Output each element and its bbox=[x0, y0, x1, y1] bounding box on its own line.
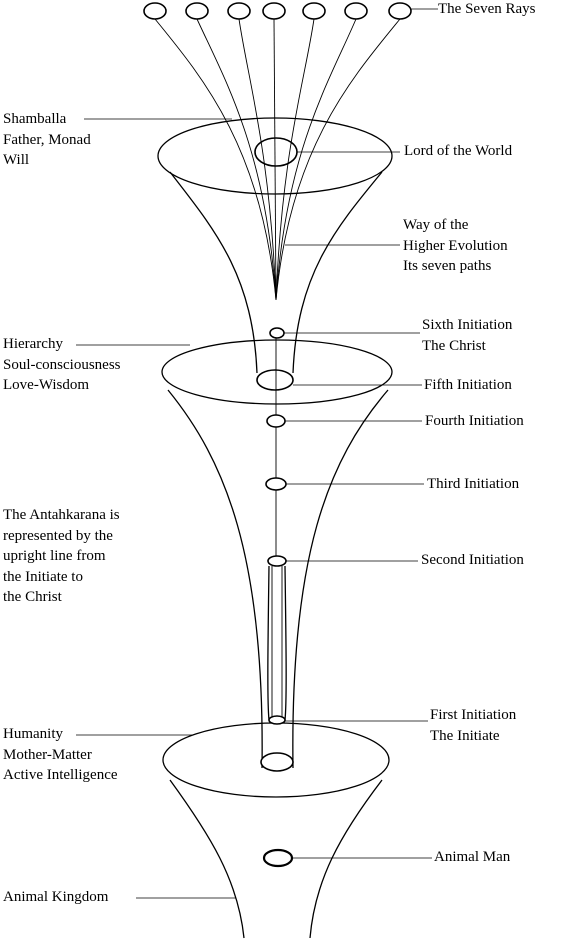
shamballa-funnel-right bbox=[292, 171, 383, 374]
animal-man-label: Animal Man bbox=[434, 849, 511, 865]
third-initiation-label: Third Initiation bbox=[427, 476, 520, 492]
seven-rays-label: The Seven Rays bbox=[438, 1, 536, 17]
humanity-funnel bbox=[162, 722, 390, 939]
fourth-initiation-label: Fourth Initiation bbox=[425, 413, 524, 429]
shamballa-funnel-left bbox=[169, 171, 258, 374]
hierarchy-disc bbox=[161, 339, 393, 405]
ray-circle-4 bbox=[262, 2, 286, 20]
ray-circle-7 bbox=[388, 2, 412, 20]
ray-circle-2 bbox=[185, 2, 209, 20]
lord-of-world-label: Lord of the World bbox=[404, 143, 513, 159]
shamballa-label: Shamballa Father, Monad Will bbox=[3, 111, 91, 168]
fifth-initiation-label: Fifth Initiation bbox=[424, 377, 512, 393]
shamballa-disc bbox=[157, 117, 393, 195]
sixth-initiation-label: Sixth Initiation The Christ bbox=[422, 317, 513, 354]
second-initiation-circle bbox=[267, 555, 287, 567]
initiation-circles bbox=[262, 327, 294, 868]
animal-man-circle bbox=[262, 848, 294, 868]
first-initiation-label: First Initiation The Initiate bbox=[430, 707, 517, 744]
ray-circle-3 bbox=[227, 2, 251, 20]
antahkarana-tube bbox=[267, 565, 287, 721]
antahkarana-label: The Antahkarana is represented by the up… bbox=[3, 507, 120, 605]
hierarchy-funnel-right bbox=[292, 389, 389, 769]
ray-lines bbox=[154, 18, 401, 301]
hierarchy-funnel-left bbox=[167, 389, 263, 769]
way-higher-evolution-label: Way of the Higher Evolution Its seven pa… bbox=[403, 217, 508, 274]
fifth-initiation-circle bbox=[256, 369, 294, 391]
fourth-initiation-circle bbox=[266, 414, 286, 428]
hierarchy-label: Hierarchy Soul-consciousness Love-Wisdom bbox=[3, 336, 121, 393]
hierarchy-funnel bbox=[161, 339, 393, 769]
antahkarana-line bbox=[267, 332, 287, 725]
tube-bottom-circle bbox=[268, 715, 286, 725]
humanity-funnel-right bbox=[309, 779, 383, 939]
humanity-funnel-left bbox=[169, 779, 245, 939]
seven-rays-circles bbox=[143, 2, 412, 20]
second-initiation-label: Second Initiation bbox=[421, 552, 524, 568]
ray-circle-5 bbox=[302, 2, 326, 20]
lord-of-world-circle bbox=[254, 137, 298, 167]
sixth-initiation-circle bbox=[269, 327, 285, 339]
ray-circle-6 bbox=[344, 2, 368, 20]
leader-lines bbox=[76, 8, 438, 899]
third-initiation-circle bbox=[265, 477, 287, 491]
animal-kingdom-label: Animal Kingdom bbox=[3, 889, 109, 905]
shamballa-funnel bbox=[157, 117, 393, 374]
ray-circle-1 bbox=[143, 2, 167, 20]
humanity-label: Humanity Mother-Matter Active Intelligen… bbox=[3, 726, 118, 783]
first-initiation-circle bbox=[260, 752, 294, 772]
